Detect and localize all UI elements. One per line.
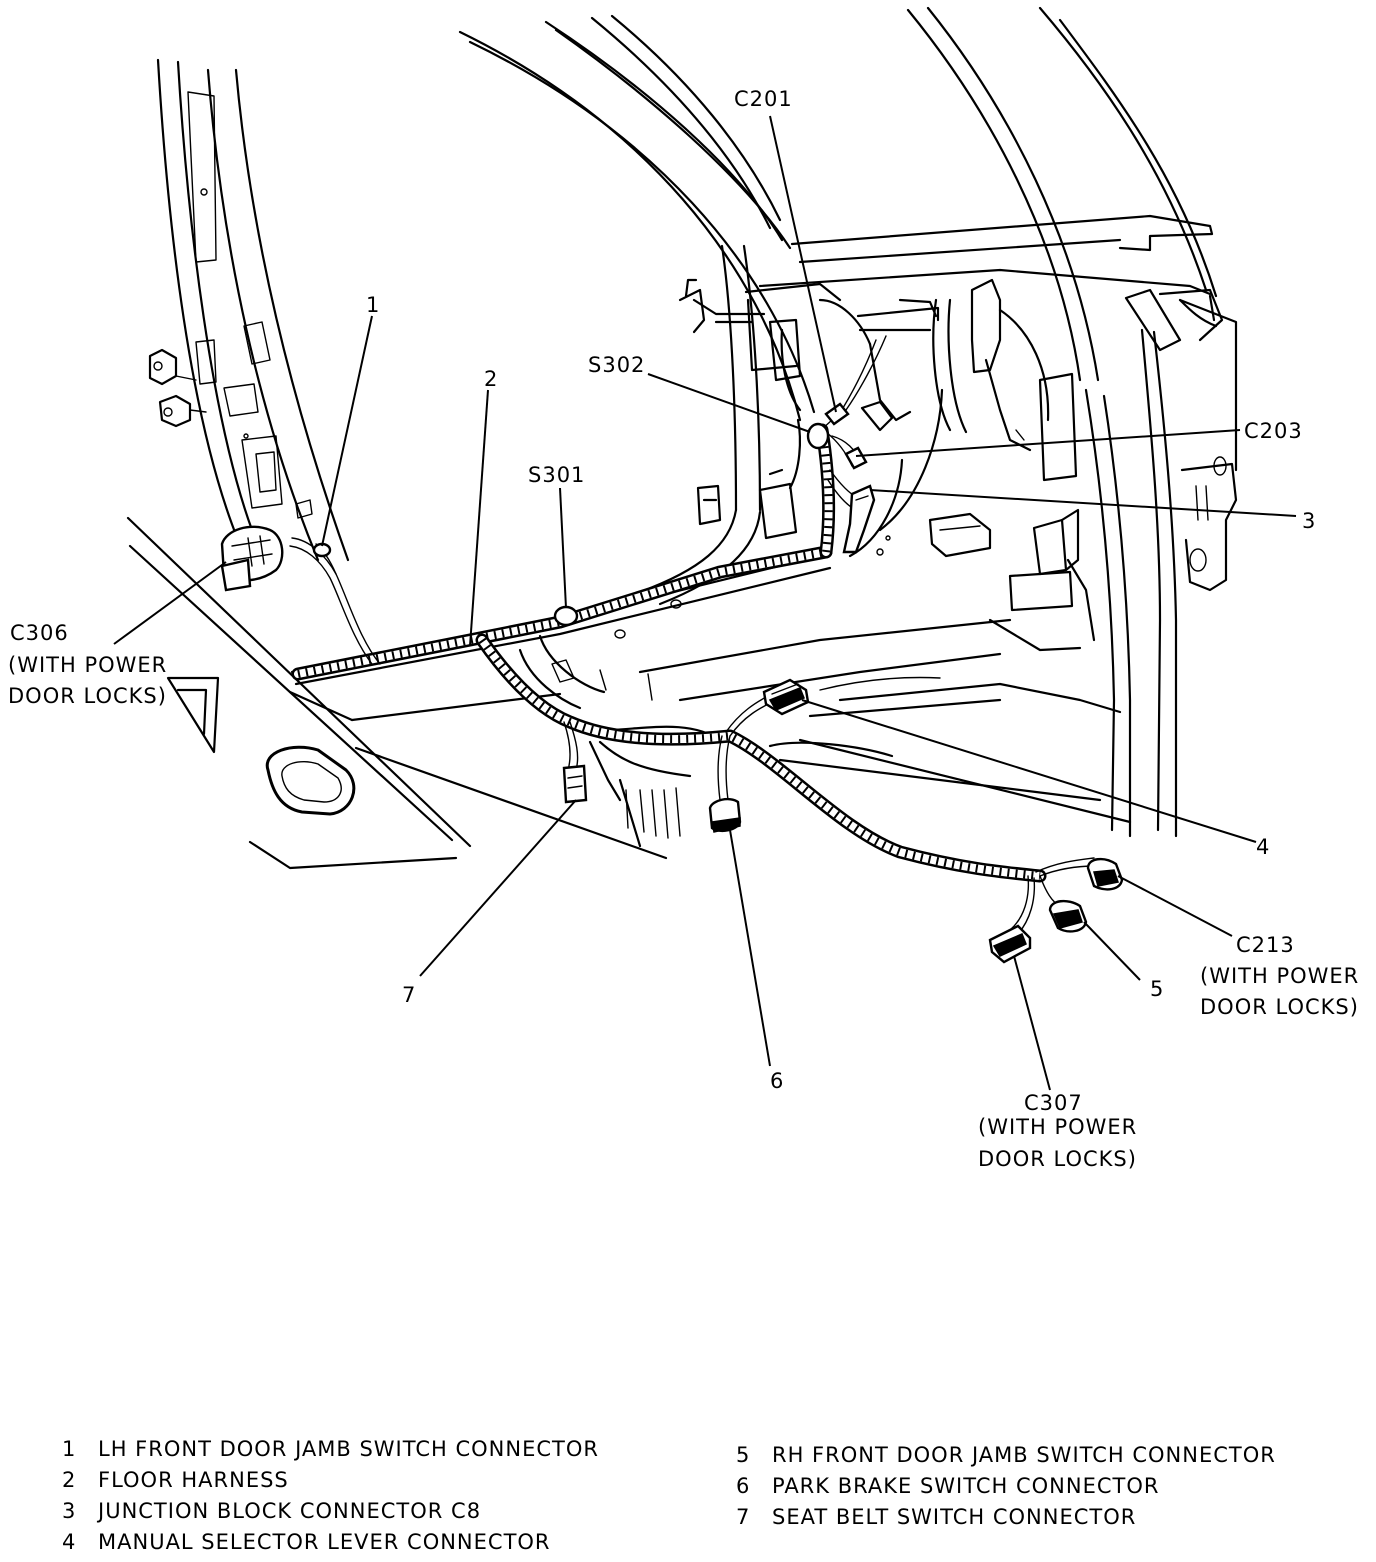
label-s301: S301 — [528, 463, 585, 487]
legend-right: 5 RH FRONT DOOR JAMB SWITCH CONNECTOR 6 PA… — [736, 1440, 1276, 1533]
label-c213: C213 — [1236, 933, 1295, 957]
legend-text: LH FRONT DOOR JAMB SWITCH CONNECTOR — [98, 1437, 599, 1461]
label-c213-note-1: (WITH POWER — [1200, 964, 1359, 988]
connector-seat-belt-switch — [562, 764, 588, 804]
legend-item-6: 6 PARK BRAKE SWITCH CONNECTOR — [736, 1471, 1276, 1502]
legend-number: 2 — [62, 1468, 77, 1492]
label-c307: C307 — [1024, 1091, 1083, 1115]
label-c307-note-1: (WITH POWER — [978, 1115, 1137, 1139]
label-6: 6 — [770, 1069, 784, 1093]
splice-s301 — [553, 605, 579, 627]
legend-number: 3 — [62, 1499, 77, 1523]
legend-item-7: 7 SEAT BELT SWITCH CONNECTOR — [736, 1502, 1276, 1533]
legend-text: MANUAL SELECTOR LEVER CONNECTOR — [98, 1530, 551, 1554]
legend-item-2: 2 FLOOR HARNESS — [62, 1465, 599, 1496]
legend-number: 6 — [736, 1474, 751, 1498]
label-5: 5 — [1150, 977, 1164, 1001]
label-2: 2 — [484, 367, 498, 391]
label-c306: C306 — [10, 621, 69, 645]
connector-rh-jamb-switch — [1048, 899, 1088, 933]
connector-c203 — [844, 446, 868, 470]
callout-labels: C201 S302 C203 1 2 3 S301 C306 (WITH POW… — [8, 87, 1359, 1171]
legend-number: 7 — [736, 1505, 751, 1529]
label-3: 3 — [1302, 509, 1316, 533]
legend-number: 4 — [62, 1530, 77, 1554]
label-c307-note-2: DOOR LOCKS) — [978, 1147, 1137, 1171]
label-s302: S302 — [588, 353, 645, 377]
label-c203: C203 — [1244, 419, 1303, 443]
vehicle-body-linework — [126, 6, 1238, 870]
legend-item-4: 4 MANUAL SELECTOR LEVER CONNECTOR — [62, 1527, 599, 1558]
splice-s302 — [806, 422, 830, 450]
floor-harness — [289, 335, 1097, 935]
label-c306-note-1: (WITH POWER — [8, 653, 167, 677]
legend-text: SEAT BELT SWITCH CONNECTOR — [772, 1505, 1137, 1529]
label-c201: C201 — [734, 87, 793, 111]
connector-c201 — [824, 402, 850, 426]
legend-item-3: 3 JUNCTION BLOCK CONNECTOR C8 — [62, 1496, 599, 1527]
legend-item-1: 1 LH FRONT DOOR JAMB SWITCH CONNECTOR — [62, 1434, 599, 1465]
legend-left: 1 LH FRONT DOOR JAMB SWITCH CONNECTOR 2 FL… — [62, 1434, 599, 1558]
legend-text: PARK BRAKE SWITCH CONNECTOR — [772, 1474, 1160, 1498]
legend-text: JUNCTION BLOCK CONNECTOR C8 — [98, 1499, 482, 1523]
leader-lines — [113, 115, 1297, 1091]
label-4: 4 — [1256, 835, 1270, 859]
connector-c306 — [220, 525, 284, 592]
legend-number: 5 — [736, 1443, 751, 1467]
label-7: 7 — [402, 983, 416, 1007]
label-1: 1 — [366, 293, 380, 317]
label-c213-note-2: DOOR LOCKS) — [1200, 995, 1359, 1019]
legend-text: RH FRONT DOOR JAMB SWITCH CONNECTOR — [772, 1443, 1276, 1467]
connector-junction-block-c8 — [842, 484, 876, 554]
legend-number: 1 — [62, 1437, 77, 1461]
connectors — [220, 402, 1124, 964]
legend-text: FLOOR HARNESS — [98, 1468, 289, 1492]
connector-park-brake-switch — [708, 797, 742, 833]
legend-item-5: 5 RH FRONT DOOR JAMB SWITCH CONNECTOR — [736, 1440, 1276, 1471]
connector-c213 — [1086, 857, 1124, 891]
connector-c307 — [988, 924, 1032, 964]
label-c306-note-2: DOOR LOCKS) — [8, 684, 167, 708]
